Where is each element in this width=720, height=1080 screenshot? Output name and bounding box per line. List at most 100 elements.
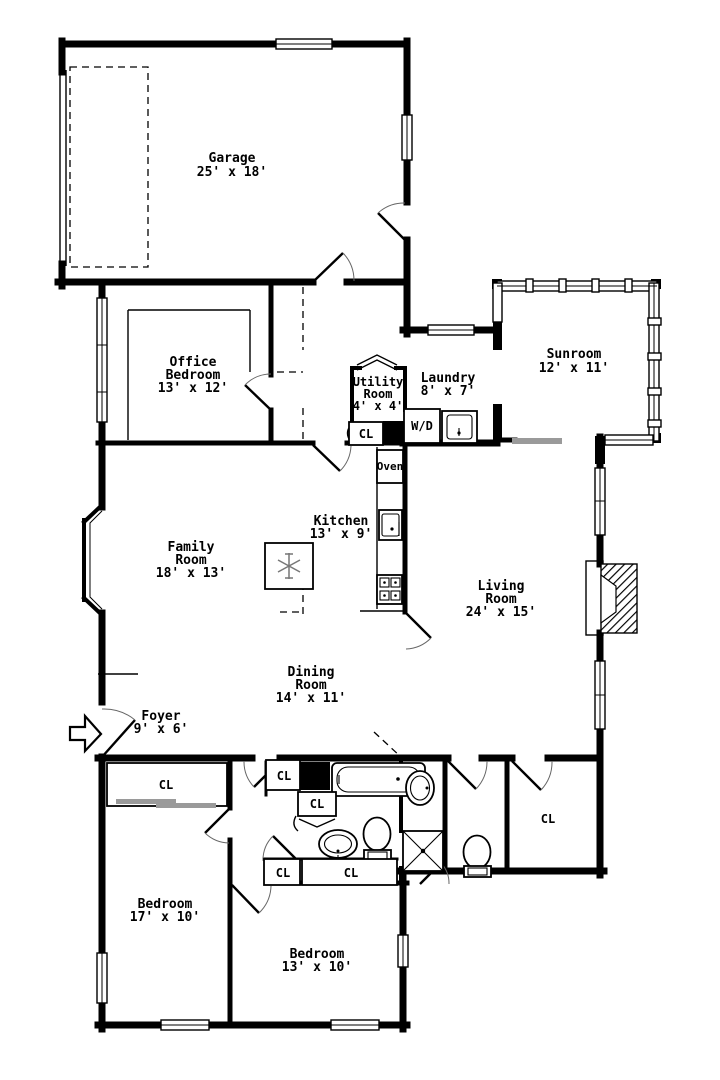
fireplace xyxy=(585,560,638,636)
garage-door xyxy=(59,70,67,266)
kitchen-label: Kitchen xyxy=(314,514,369,529)
dining-room-dims: 14' x 11' xyxy=(276,691,346,706)
doors xyxy=(101,202,553,914)
living-room-dims: 24' x 15' xyxy=(466,605,536,620)
closet-label: CL xyxy=(277,769,291,783)
garage-label: Garage xyxy=(209,151,256,166)
window xyxy=(275,38,333,50)
toilet xyxy=(462,834,492,878)
utility-room-dims: 4' x 4' xyxy=(353,399,404,413)
refrigerator xyxy=(264,542,314,590)
entry-door xyxy=(101,708,136,758)
door xyxy=(312,444,352,472)
door xyxy=(262,835,298,861)
door xyxy=(447,760,488,790)
utility-room-label: Room xyxy=(364,387,393,401)
small-labels: CL W/D Oven CL CL CL CL CL CL xyxy=(159,419,555,880)
laundry-sink xyxy=(441,410,478,444)
room-labels: Garage 25' x 18' Office Bedroom 13' x 12… xyxy=(130,151,609,975)
closet-box xyxy=(348,421,384,446)
bathroom-sink xyxy=(405,770,435,806)
bathroom-sink xyxy=(318,829,358,861)
dining-room-label: Dining xyxy=(288,665,335,680)
bath-fixtures xyxy=(318,762,492,878)
laundry-dims: 8' x 7' xyxy=(421,384,476,399)
sunroom-left-wall-segment xyxy=(493,404,502,442)
family-room-label: Room xyxy=(175,553,206,568)
garage-parking-outline xyxy=(69,66,149,268)
bay-window-glazing xyxy=(89,510,103,610)
kitchen-dims: 13' x 9' xyxy=(310,527,373,542)
window xyxy=(594,467,606,536)
oven-label: Oven xyxy=(377,460,404,473)
kitchen-sink xyxy=(378,509,403,541)
closet-label: CL xyxy=(344,866,358,880)
sunroom-glazing xyxy=(492,278,662,446)
utility-room-label: Utility xyxy=(353,375,404,389)
family-room-dims: 18' x 13' xyxy=(156,566,226,581)
closet-boxes xyxy=(106,759,398,886)
closet-box xyxy=(265,759,301,791)
window xyxy=(401,114,413,161)
closet-box xyxy=(301,858,398,886)
laundry-label: Laundry xyxy=(421,371,476,386)
sliding-door xyxy=(512,438,562,444)
fireplace-mass xyxy=(600,563,638,634)
wall-chase xyxy=(300,762,330,790)
bay-window-walls xyxy=(81,502,105,618)
shower xyxy=(402,830,444,872)
toilet xyxy=(362,816,392,863)
washer-dryer-label: W/D xyxy=(411,419,433,433)
bedroom-bottom-label: Bedroom xyxy=(290,947,345,962)
entry-arrow xyxy=(68,713,103,754)
sunroom-dims: 12' x 11' xyxy=(539,361,609,376)
closet-box xyxy=(106,762,228,807)
bifold-door-marks xyxy=(356,354,398,371)
sunroom-label: Sunroom xyxy=(547,347,602,362)
window xyxy=(594,660,606,730)
bedroom-left-dims: 17' x 10' xyxy=(130,910,200,925)
living-room-label: Room xyxy=(485,592,516,607)
door xyxy=(244,373,272,411)
closet-label: CL xyxy=(276,866,290,880)
dashed-guides xyxy=(69,66,402,758)
closet-label: CL xyxy=(541,812,555,826)
office-bedroom-label: Office xyxy=(170,355,217,370)
window xyxy=(427,324,475,336)
door xyxy=(511,760,553,791)
wall-chase xyxy=(383,421,407,445)
wall-oven xyxy=(376,449,404,484)
bedroom-left-label: Bedroom xyxy=(138,897,193,912)
living-room-corner-post xyxy=(595,436,605,464)
bifold-door-marks xyxy=(293,815,336,832)
door xyxy=(404,611,432,650)
family-room-label: Family xyxy=(168,540,215,555)
closet-label: CL xyxy=(159,778,173,792)
fireplace-firebox xyxy=(600,573,617,625)
closet-label: CL xyxy=(310,797,324,811)
bedroom-bottom-dims: 13' x 10' xyxy=(282,960,352,975)
sliding-closet-door xyxy=(116,799,176,804)
door xyxy=(314,252,355,282)
living-room-label: Living xyxy=(478,579,525,594)
garage-dims: 25' x 18' xyxy=(197,165,267,180)
washer-dryer xyxy=(403,408,441,444)
foyer-dims: 9' x 6' xyxy=(134,722,189,737)
window xyxy=(160,1019,210,1031)
kitchen-fixtures xyxy=(264,449,404,605)
closet-box xyxy=(297,791,337,817)
office-bedroom-label: Bedroom xyxy=(166,368,221,383)
dining-room-label: Room xyxy=(295,678,326,693)
office-bedroom-dims: 13' x 12' xyxy=(158,381,228,396)
sunroom-left-wall-segment xyxy=(493,322,502,350)
door xyxy=(377,202,406,241)
sliding-closet-door xyxy=(156,803,216,808)
door xyxy=(231,884,272,914)
office-inner-walls xyxy=(127,309,251,440)
foyer-label: Foyer xyxy=(141,709,180,724)
range-burners xyxy=(376,574,403,605)
windows xyxy=(96,38,606,1031)
window xyxy=(96,297,108,423)
